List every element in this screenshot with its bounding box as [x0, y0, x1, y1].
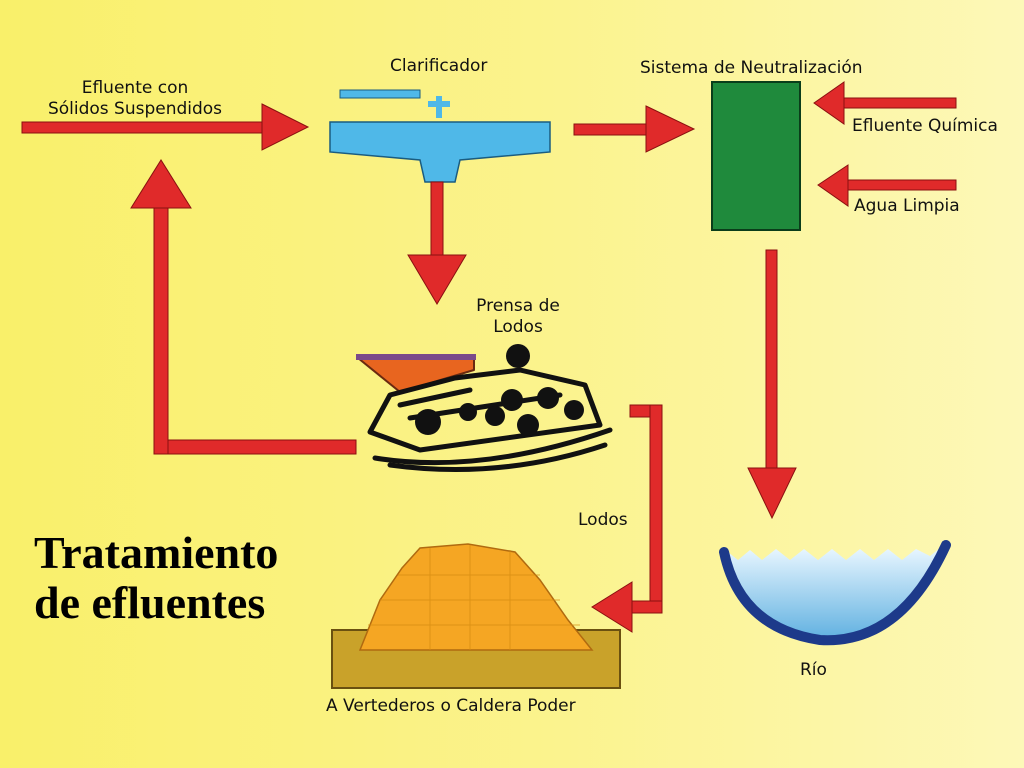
landfill-label: A Vertederos o Caldera Poder — [326, 696, 576, 716]
neutralization-label: Sistema de Neutralización — [640, 58, 863, 78]
landfill-icon — [331, 543, 621, 689]
chemical-effluent-label: Efluente Química — [852, 116, 998, 136]
arrow-chemical-effluent-in — [813, 81, 957, 125]
arrow-influent-to-clarifier — [21, 103, 310, 151]
river-icon — [719, 540, 951, 646]
neutralization-tank-icon — [711, 81, 801, 231]
arrow-clarifier-to-press — [407, 181, 467, 305]
arrow-neutralization-to-river — [747, 249, 797, 520]
influent-label-line1: Efluente con — [81, 78, 189, 98]
influent-label: Efluente con Sólidos Suspendidos — [20, 78, 250, 120]
page-title-line1: Tratamiento — [34, 527, 279, 578]
page-title: Tratamiento de efluentes — [34, 528, 334, 628]
sludge-press-label-line2: Lodos — [493, 317, 543, 337]
arrow-press-return — [130, 159, 357, 455]
sludge-press-label-line1: Prensa de — [476, 296, 560, 316]
sludge-press-icon — [356, 344, 613, 472]
sludge-press-label: Prensa de Lodos — [456, 296, 580, 338]
arrow-clarifier-to-neutralization — [573, 105, 696, 153]
page-title-line2: de efluentes — [34, 577, 266, 628]
river-label: Río — [800, 660, 827, 680]
sludge-label: Lodos — [578, 510, 628, 530]
arrow-clean-water-in — [817, 164, 957, 207]
clean-water-label: Agua Limpia — [854, 196, 960, 216]
influent-label-line2: Sólidos Suspendidos — [47, 99, 223, 119]
clarifier-label: Clarificador — [390, 56, 488, 76]
clarifier-icon — [329, 89, 551, 183]
arrow-press-to-landfill — [591, 404, 663, 633]
